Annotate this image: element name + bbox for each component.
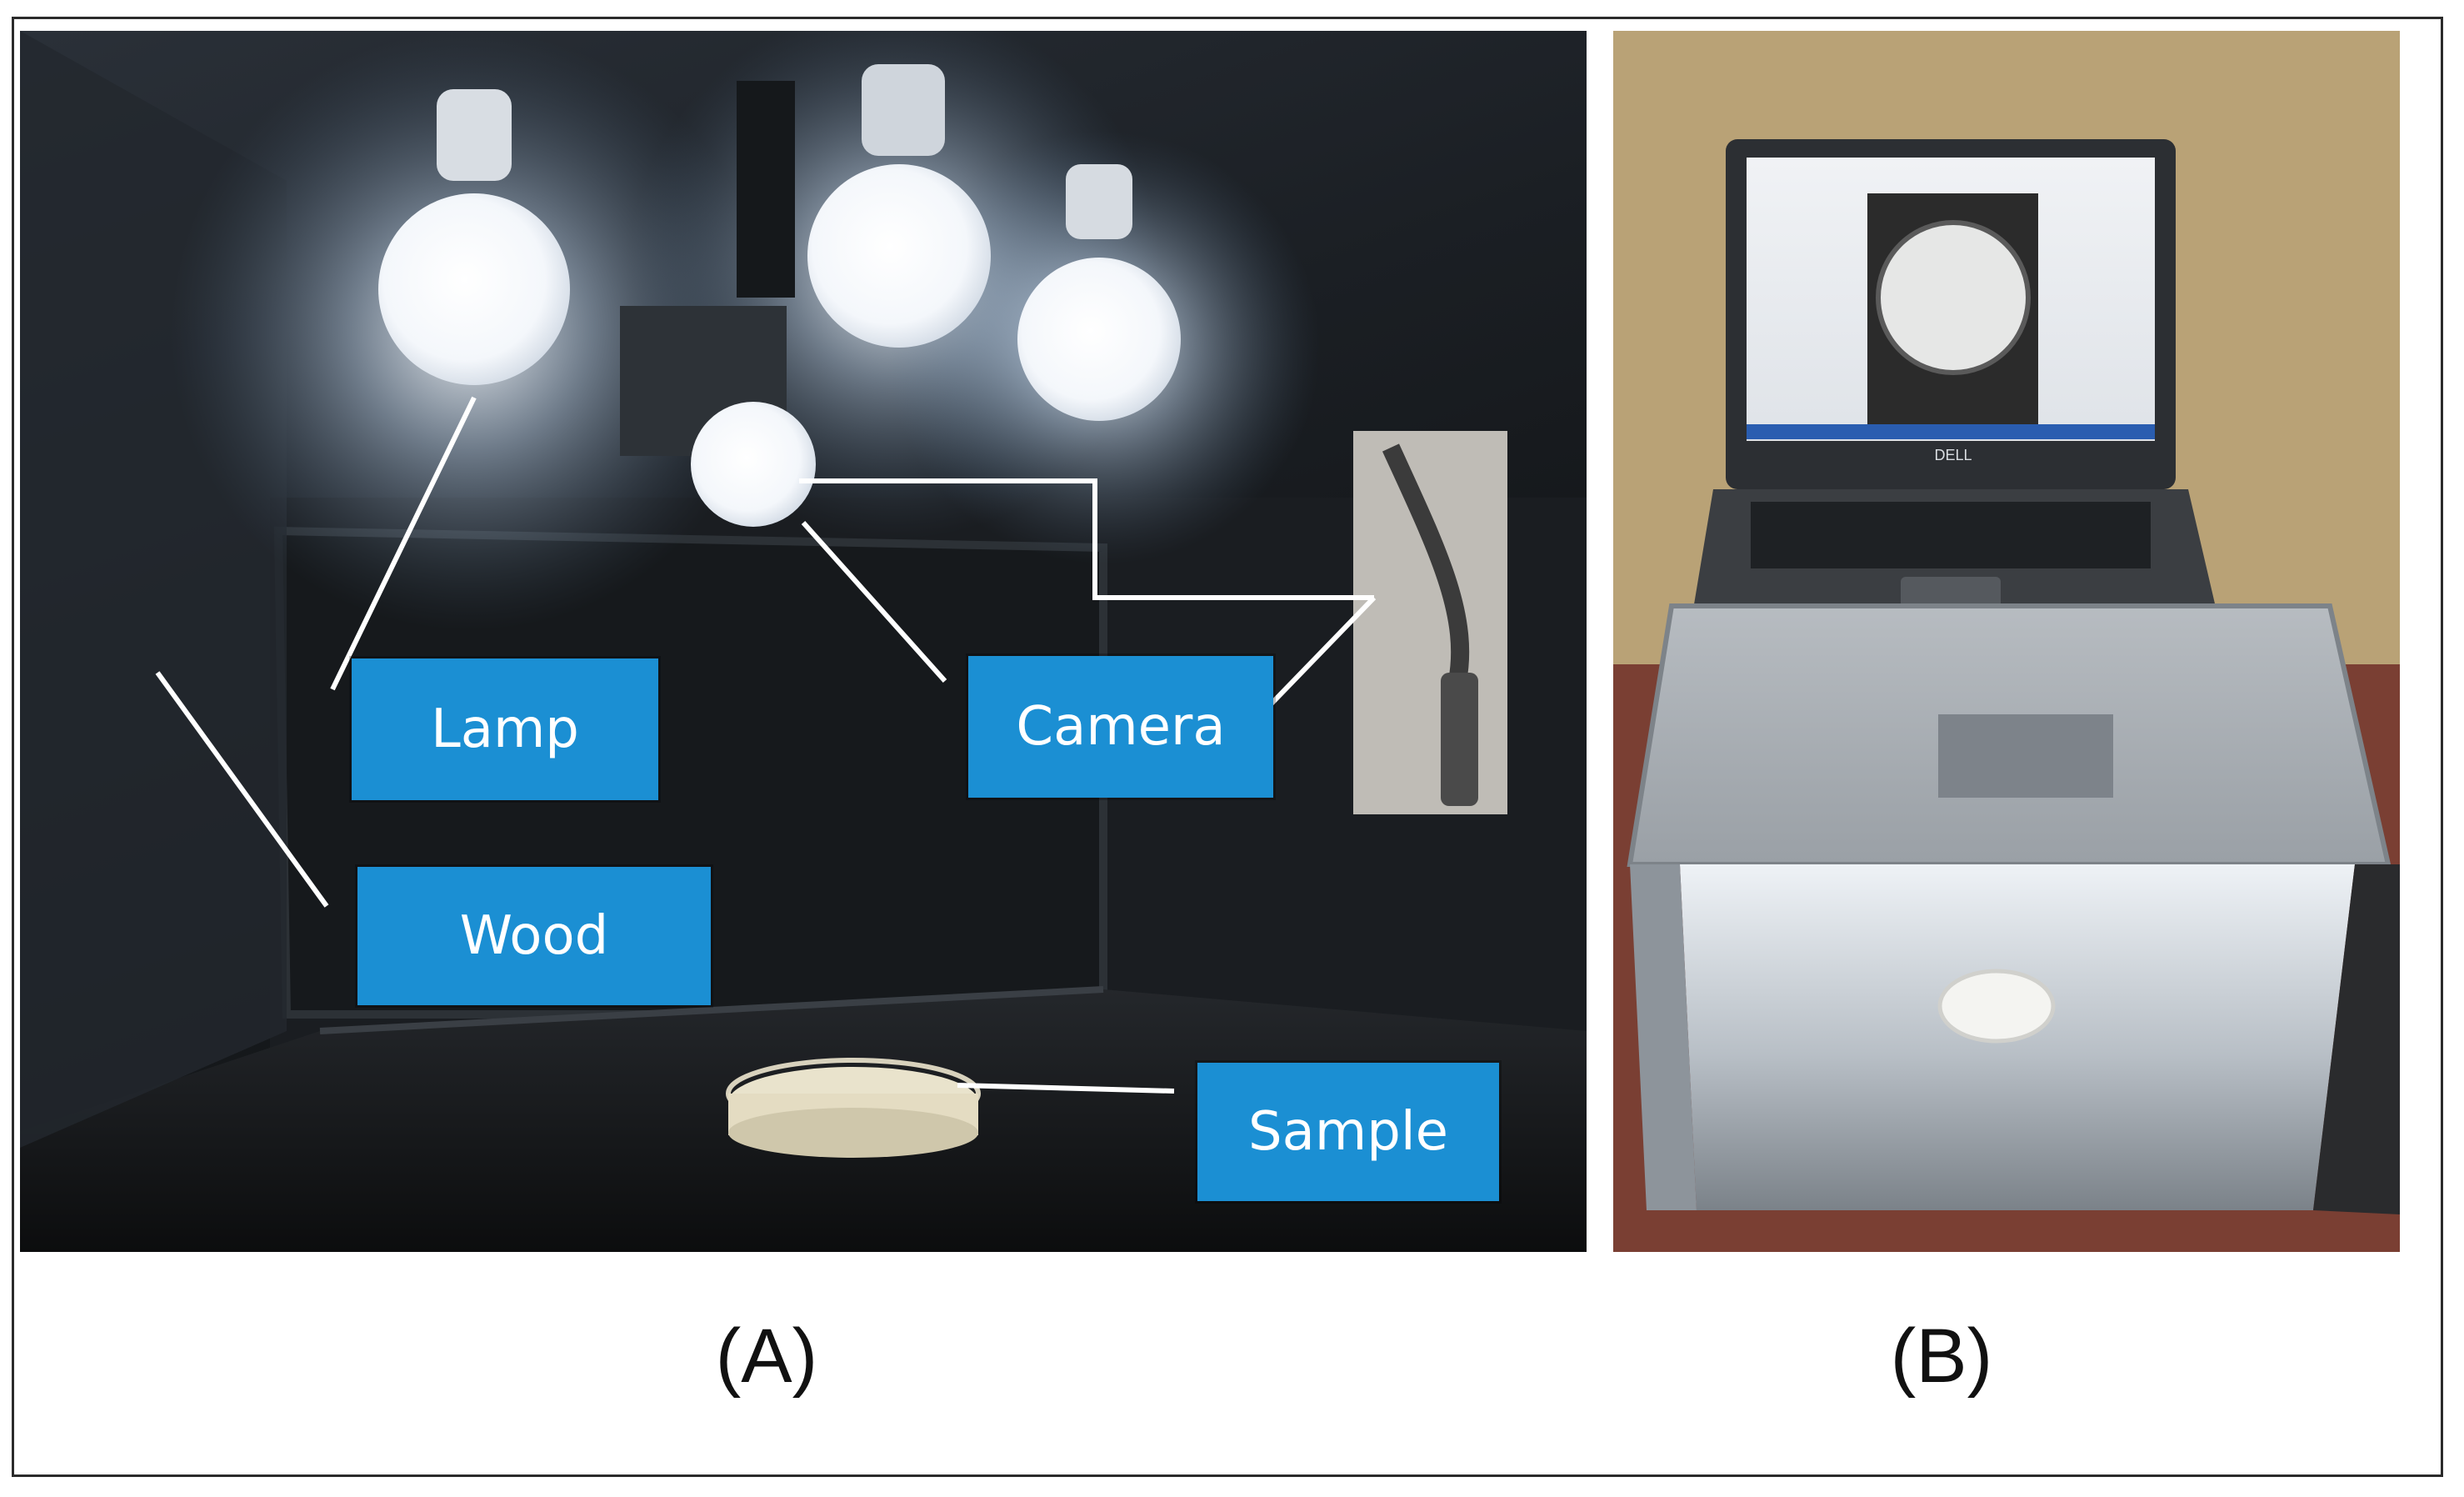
box-door: [2313, 864, 2400, 1214]
laptop-brand: DELL: [1934, 447, 1972, 463]
camera-inset: [1353, 431, 1507, 814]
caption-a: (A): [715, 1314, 818, 1399]
label-wood: Wood: [357, 867, 711, 1005]
label-sample: Sample: [1197, 1063, 1499, 1201]
panel-b-scene: DELL: [1613, 31, 2400, 1252]
lamp-bulbs: [378, 64, 1181, 527]
caption-b: (B): [1890, 1314, 1993, 1399]
sample-pellet: [1937, 969, 2056, 1044]
camera-port: [1938, 714, 2113, 798]
leader-lines: [155, 396, 1377, 1094]
label-lamp: Lamp: [352, 658, 658, 800]
camera-mount: [737, 81, 795, 298]
camera-cable: [1382, 443, 1470, 782]
panel-b-photo: DELL: [1613, 31, 2400, 1252]
panel-a-photo: Lamp Camera Wood Sample: [20, 31, 1587, 1252]
sample-dish: [726, 1058, 981, 1158]
laptop: [1692, 139, 2217, 614]
label-camera: Camera: [968, 656, 1273, 798]
